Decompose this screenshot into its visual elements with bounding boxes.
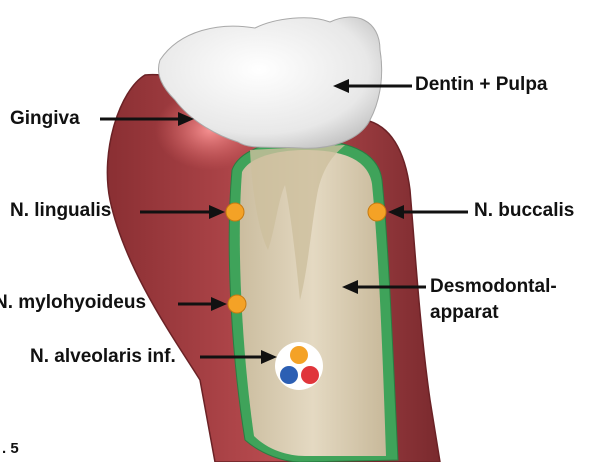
n-lingualis-dot (226, 203, 244, 221)
n-mylohyoideus-dot (228, 295, 246, 313)
n-buccalis-dot (368, 203, 386, 221)
label-gingiva: Gingiva (10, 108, 80, 130)
label-n-mylohyoideus: N. mylohyoideus (0, 292, 146, 314)
label-dentin-pulpa: Dentin + Pulpa (415, 74, 548, 96)
label-desmodontal-line1: Desmodontal- (430, 276, 557, 298)
n-alveolaris-inf-bundle (275, 342, 323, 390)
label-n-buccalis: N. buccalis (474, 200, 574, 222)
label-n-alveolaris-inf: N. alveolaris inf. (30, 346, 176, 368)
label-n-lingualis: N. lingualis (10, 200, 111, 222)
figure-number: . 5 (2, 440, 19, 457)
label-desmodontal-line2: apparat (430, 302, 499, 324)
